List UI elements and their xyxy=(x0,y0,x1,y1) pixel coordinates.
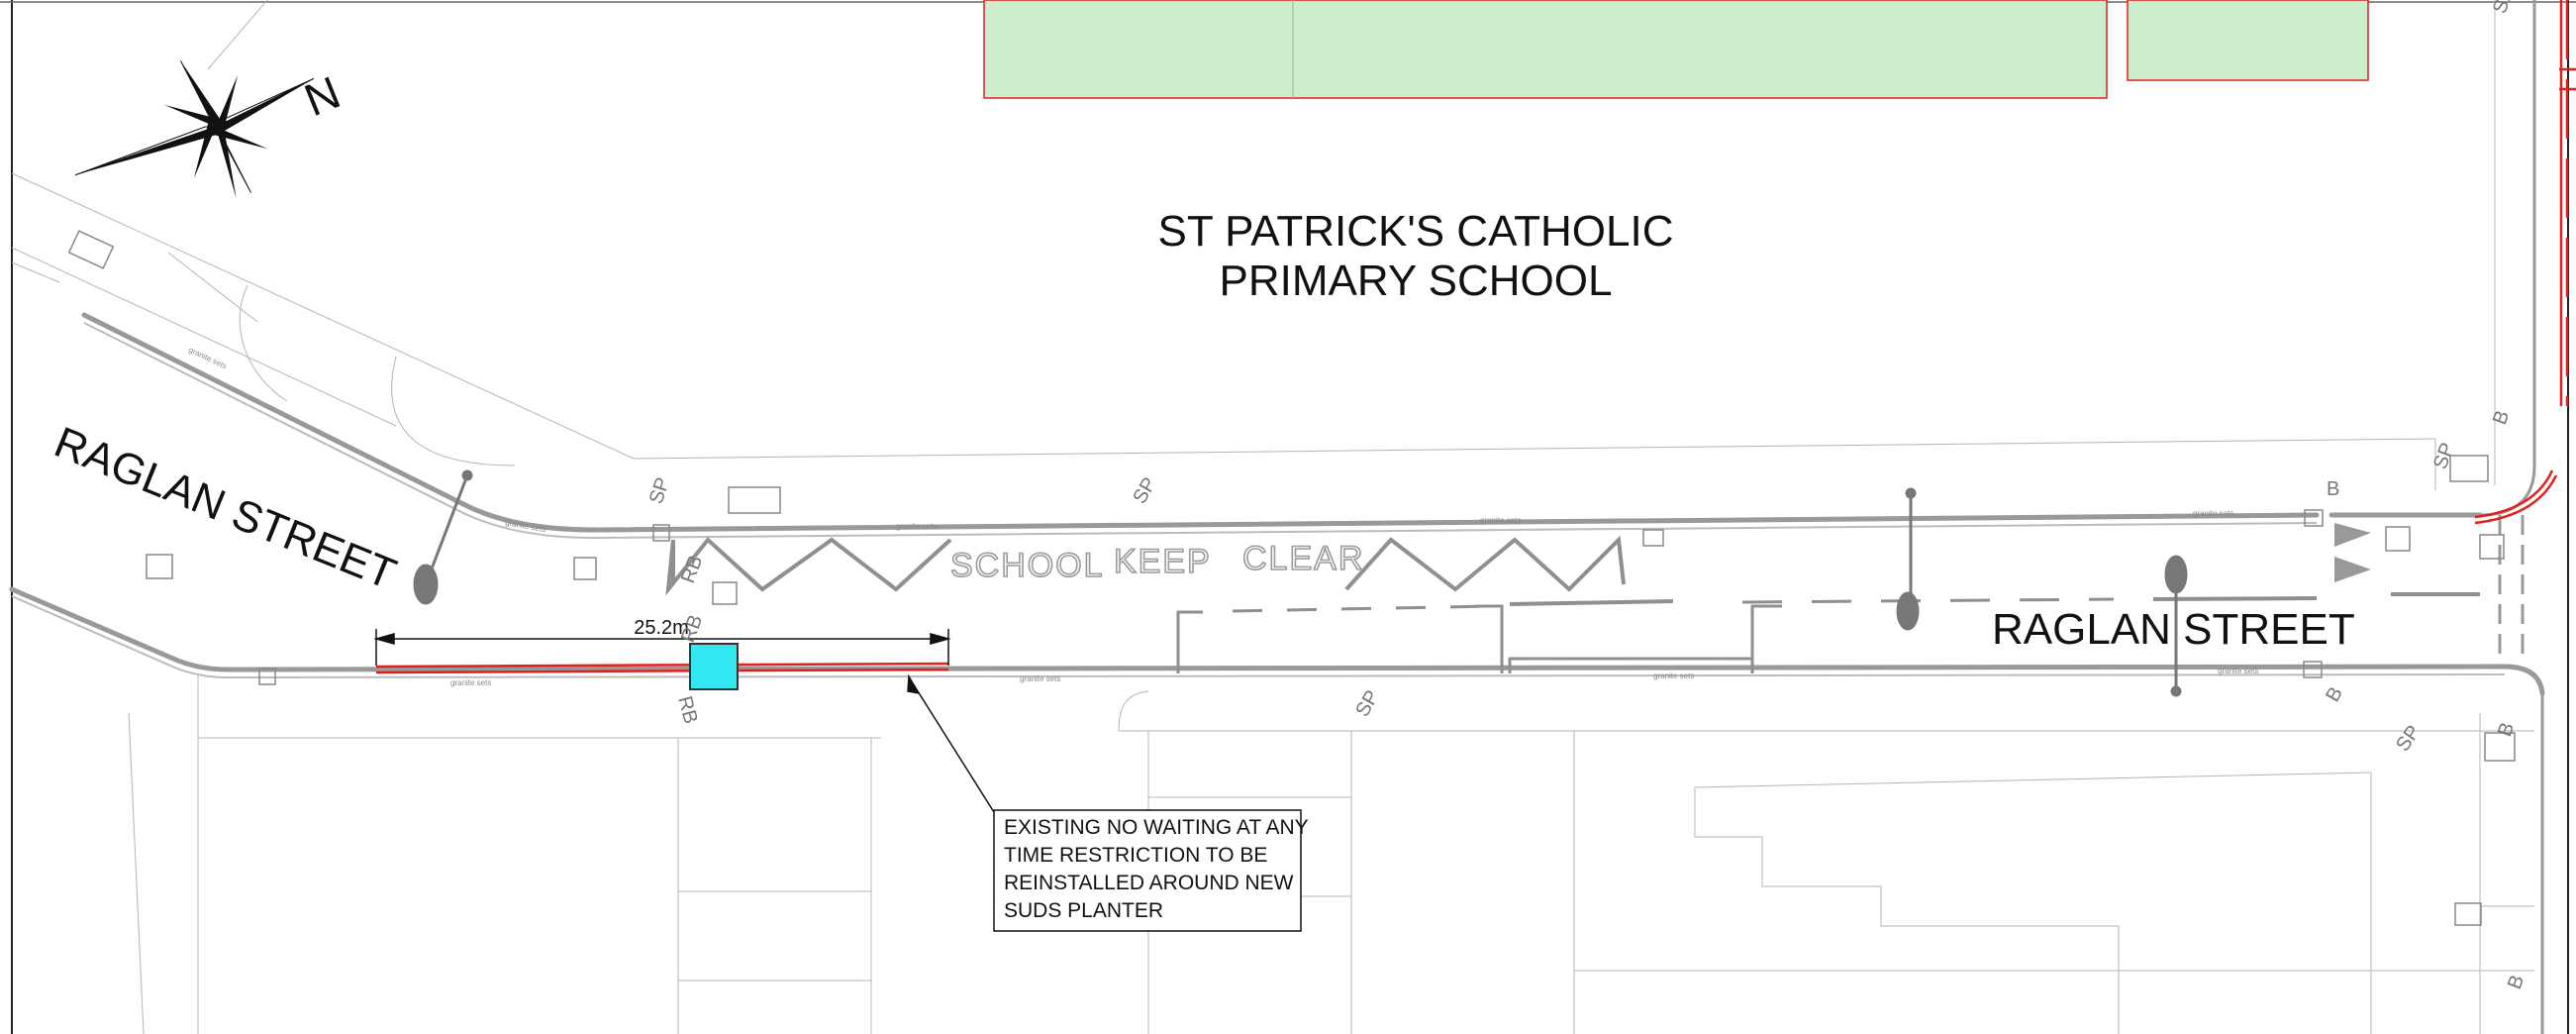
street-label-east: RAGLAN STREET xyxy=(1992,605,2355,654)
svg-text:SP: SP xyxy=(1129,473,1160,507)
school-field-main xyxy=(983,0,2108,99)
give-way-markings xyxy=(2334,523,2371,582)
svg-text:KEEP: KEEP xyxy=(1114,543,1212,580)
site-boundary-lines xyxy=(11,0,2535,1034)
svg-text:B: B xyxy=(2327,478,2339,500)
svg-text:granite sets: granite sets xyxy=(450,678,491,687)
school-keep-clear-text: SCHOOL KEEP CLEAR xyxy=(949,539,1364,585)
svg-text:B: B xyxy=(2494,720,2519,740)
svg-text:granite sets: granite sets xyxy=(1480,516,1521,525)
svg-text:granite sets: granite sets xyxy=(1653,672,1694,680)
svg-text:CLEAR: CLEAR xyxy=(1242,540,1364,577)
road-kerbs xyxy=(9,312,2545,696)
note-leader xyxy=(907,673,995,813)
svg-text:SP: SP xyxy=(1351,686,1383,720)
school-field-east xyxy=(2127,0,2369,81)
svg-text:granite sets: granite sets xyxy=(896,522,937,531)
svg-text:RB: RB xyxy=(673,694,701,727)
svg-text:granite sets: granite sets xyxy=(1020,674,1060,683)
restriction-note: EXISTING NO WAITING AT ANY TIME RESTRICT… xyxy=(993,809,1309,932)
suds-planter xyxy=(689,643,739,690)
svg-text:B: B xyxy=(2489,408,2514,428)
school-field-areas xyxy=(983,0,2369,99)
school-keep-clear-markings xyxy=(665,535,1626,596)
svg-text:EXISTING NO WAITING AT ANY: EXISTING NO WAITING AT ANY xyxy=(1004,816,1309,839)
svg-text:B: B xyxy=(2504,973,2528,992)
svg-text:ST PATRICK'S CATHOLIC: ST PATRICK'S CATHOLIC xyxy=(1158,207,1674,256)
svg-text:SP: SP xyxy=(2429,440,2459,472)
svg-text:granite sets: granite sets xyxy=(2193,509,2233,518)
svg-text:TIME RESTRICTION TO BE: TIME RESTRICTION TO BE xyxy=(1004,844,1267,867)
svg-text:RB: RB xyxy=(677,553,707,586)
north-kerb-west xyxy=(81,312,2320,533)
north-label: N xyxy=(297,66,347,127)
dimension-label: 25.2m xyxy=(634,617,689,639)
dimension-line xyxy=(373,629,951,666)
svg-text:SP: SP xyxy=(2392,721,2425,755)
east-junction xyxy=(2479,0,2544,1034)
svg-text:SP: SP xyxy=(645,474,674,506)
utility-boxes xyxy=(67,230,2516,926)
school-name-label: ST PATRICK'S CATHOLIC PRIMARY SCHOOL xyxy=(1158,207,1674,305)
svg-text:SCHOOL: SCHOOL xyxy=(950,547,1105,584)
parking-bays xyxy=(1176,592,2480,673)
asset-labels: SP SP SP SP SP SP RB RB RB B B B B B xyxy=(645,0,2528,992)
svg-text:B: B xyxy=(2322,683,2347,706)
svg-text:SP: SP xyxy=(2489,0,2519,17)
street-furniture xyxy=(413,469,2188,697)
no-waiting-restriction xyxy=(375,0,2576,674)
svg-text:granite sets: granite sets xyxy=(2218,667,2258,675)
road-kerbs-inner xyxy=(11,322,2506,679)
svg-text:REINSTALLED AROUND NEW: REINSTALLED AROUND NEW xyxy=(1004,872,1294,894)
svg-text:PRIMARY SCHOOL: PRIMARY SCHOOL xyxy=(1220,257,1613,305)
svg-text:SUDS PLANTER: SUDS PLANTER xyxy=(1004,899,1163,922)
south-kerb-west xyxy=(9,586,2545,696)
compass-rose-icon xyxy=(74,60,315,199)
